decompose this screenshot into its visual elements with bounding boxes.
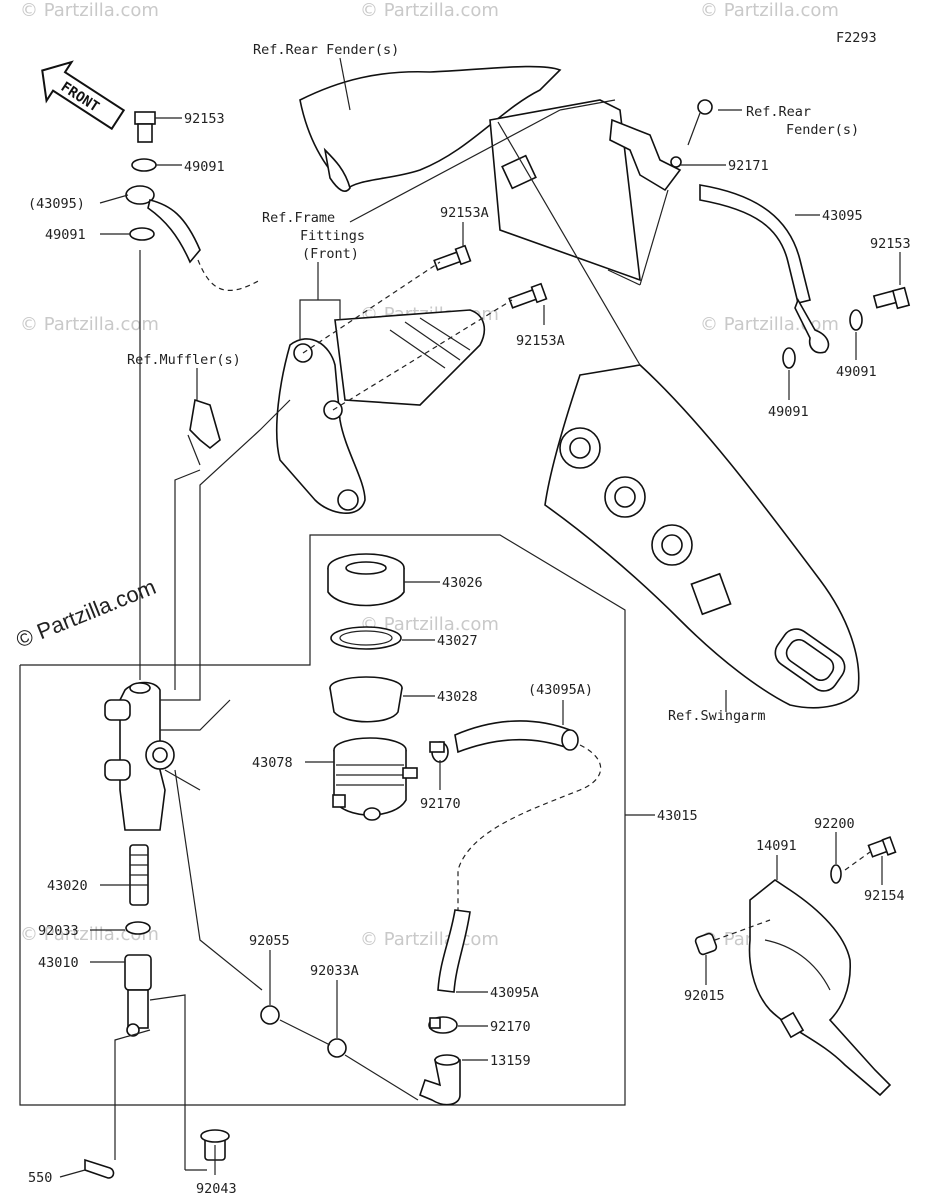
part-label: 92153 bbox=[184, 111, 225, 127]
ref-rear-fender-label: Ref.Rear Fender(s) bbox=[253, 42, 399, 58]
part-label: 550 bbox=[28, 1170, 52, 1186]
hose-43095-left bbox=[125, 185, 201, 264]
part-label: 43028 bbox=[437, 689, 478, 705]
diagram-id: F2293 bbox=[836, 30, 877, 46]
part-label: 43027 bbox=[437, 633, 478, 649]
part-label: 43078 bbox=[252, 755, 293, 771]
part-label: 43026 bbox=[442, 575, 483, 591]
grommet-92015 bbox=[694, 932, 718, 956]
part-label: 43020 bbox=[47, 878, 88, 894]
part-label: 49091 bbox=[768, 404, 809, 420]
part-label: 92153A bbox=[516, 333, 565, 349]
circlip-92033A bbox=[327, 1038, 347, 1058]
push-rod-43020 bbox=[129, 844, 149, 906]
watermark-text: © Partzilla.com bbox=[20, 924, 159, 945]
watermark-text: © Partzilla.com bbox=[360, 0, 499, 21]
watermark-text: © Partzilla.com bbox=[360, 929, 499, 950]
part-label: 92153A bbox=[440, 205, 489, 221]
part-label: 92170 bbox=[490, 1019, 531, 1035]
ref-swingarm-label: Ref.Swingarm bbox=[668, 708, 766, 724]
part-label: 92055 bbox=[249, 933, 290, 949]
watermark-text: © Partzilla.com bbox=[20, 314, 159, 335]
part-label: 92200 bbox=[814, 816, 855, 832]
part-label: 49091 bbox=[836, 364, 877, 380]
hose-bracket-92171 bbox=[609, 118, 682, 192]
swingarm bbox=[544, 364, 860, 709]
part-label: 92033A bbox=[310, 963, 359, 979]
part-label: 43095A bbox=[490, 985, 539, 1001]
reservoir-cap-43026 bbox=[327, 553, 405, 607]
bolt-ref-rear-fender bbox=[687, 99, 713, 146]
part-label: 43010 bbox=[38, 955, 79, 971]
diaphragm-plate-43027 bbox=[330, 626, 402, 650]
washer-49091-d bbox=[782, 347, 796, 369]
part-label: 43095 bbox=[822, 208, 863, 224]
ref-frame-fittings-label-3: (Front) bbox=[302, 246, 359, 262]
watermark-text: © Partzilla.com bbox=[700, 0, 839, 21]
bolt-92153-right bbox=[872, 286, 911, 310]
washer-92200 bbox=[830, 864, 842, 884]
washer-49091-c bbox=[849, 309, 863, 331]
bolt-92153A-bottom bbox=[508, 282, 548, 309]
part-label: 14091 bbox=[756, 838, 797, 854]
part-label: 92171 bbox=[728, 158, 769, 174]
part-label: 92154 bbox=[864, 888, 905, 904]
part-label: 92015 bbox=[684, 988, 725, 1004]
elbow-fitting-13159 bbox=[419, 1054, 461, 1106]
part-label: (43095) bbox=[28, 196, 85, 212]
frame-fitting-bracket bbox=[275, 309, 486, 514]
muffler-bracket bbox=[187, 398, 221, 466]
part-label: 92043 bbox=[196, 1181, 237, 1197]
cotter-pin-550 bbox=[84, 1158, 115, 1179]
part-label: 49091 bbox=[45, 227, 86, 243]
heel-guard-14091 bbox=[748, 879, 892, 1097]
part-label: 43015 bbox=[657, 808, 698, 824]
part-label: (43095A) bbox=[528, 682, 593, 698]
master-cylinder-body bbox=[104, 681, 175, 831]
hose-clamp-92170-b bbox=[428, 1016, 458, 1034]
watermark-text: © Partzilla.com bbox=[360, 614, 499, 635]
circlip-92033 bbox=[125, 921, 151, 935]
washer-49091-a bbox=[131, 158, 157, 172]
assembly-outline bbox=[19, 534, 626, 1106]
ref-rear-fender-right-label-2: Fender(s) bbox=[786, 122, 859, 138]
part-label: 13159 bbox=[490, 1053, 531, 1069]
hose-clamp-92170-a bbox=[429, 741, 449, 763]
part-label: 92153 bbox=[870, 236, 911, 252]
rear-fender bbox=[299, 65, 641, 282]
part-label: 92170 bbox=[420, 796, 461, 812]
hose-43095-right bbox=[699, 184, 830, 354]
bolt-92153A-top bbox=[433, 244, 472, 271]
bolt-92153-left bbox=[134, 111, 156, 143]
o-ring-92055 bbox=[260, 1005, 280, 1025]
ref-mufflers-label: Ref.Muffler(s) bbox=[127, 352, 241, 368]
watermark-main: © Partzilla.com bbox=[13, 574, 160, 653]
washer-49091-b bbox=[129, 227, 155, 241]
watermark-text: © Partzilla.com bbox=[20, 0, 159, 21]
ref-rear-fender-right-label: Ref.Rear bbox=[746, 104, 811, 120]
reservoir-hose-43095A bbox=[437, 720, 579, 993]
diaphragm-43028 bbox=[329, 676, 403, 723]
part-label: 49091 bbox=[184, 159, 225, 175]
reservoir-43078 bbox=[332, 737, 418, 821]
front-arrow-icon: FRONT bbox=[41, 60, 126, 131]
ref-frame-fittings-label: Ref.Frame bbox=[262, 210, 335, 226]
bolt-92154 bbox=[867, 836, 897, 858]
ref-frame-fittings-label-2: Fittings bbox=[300, 228, 365, 244]
clevis-43010 bbox=[124, 954, 152, 1037]
part-label: 92033 bbox=[38, 923, 79, 939]
